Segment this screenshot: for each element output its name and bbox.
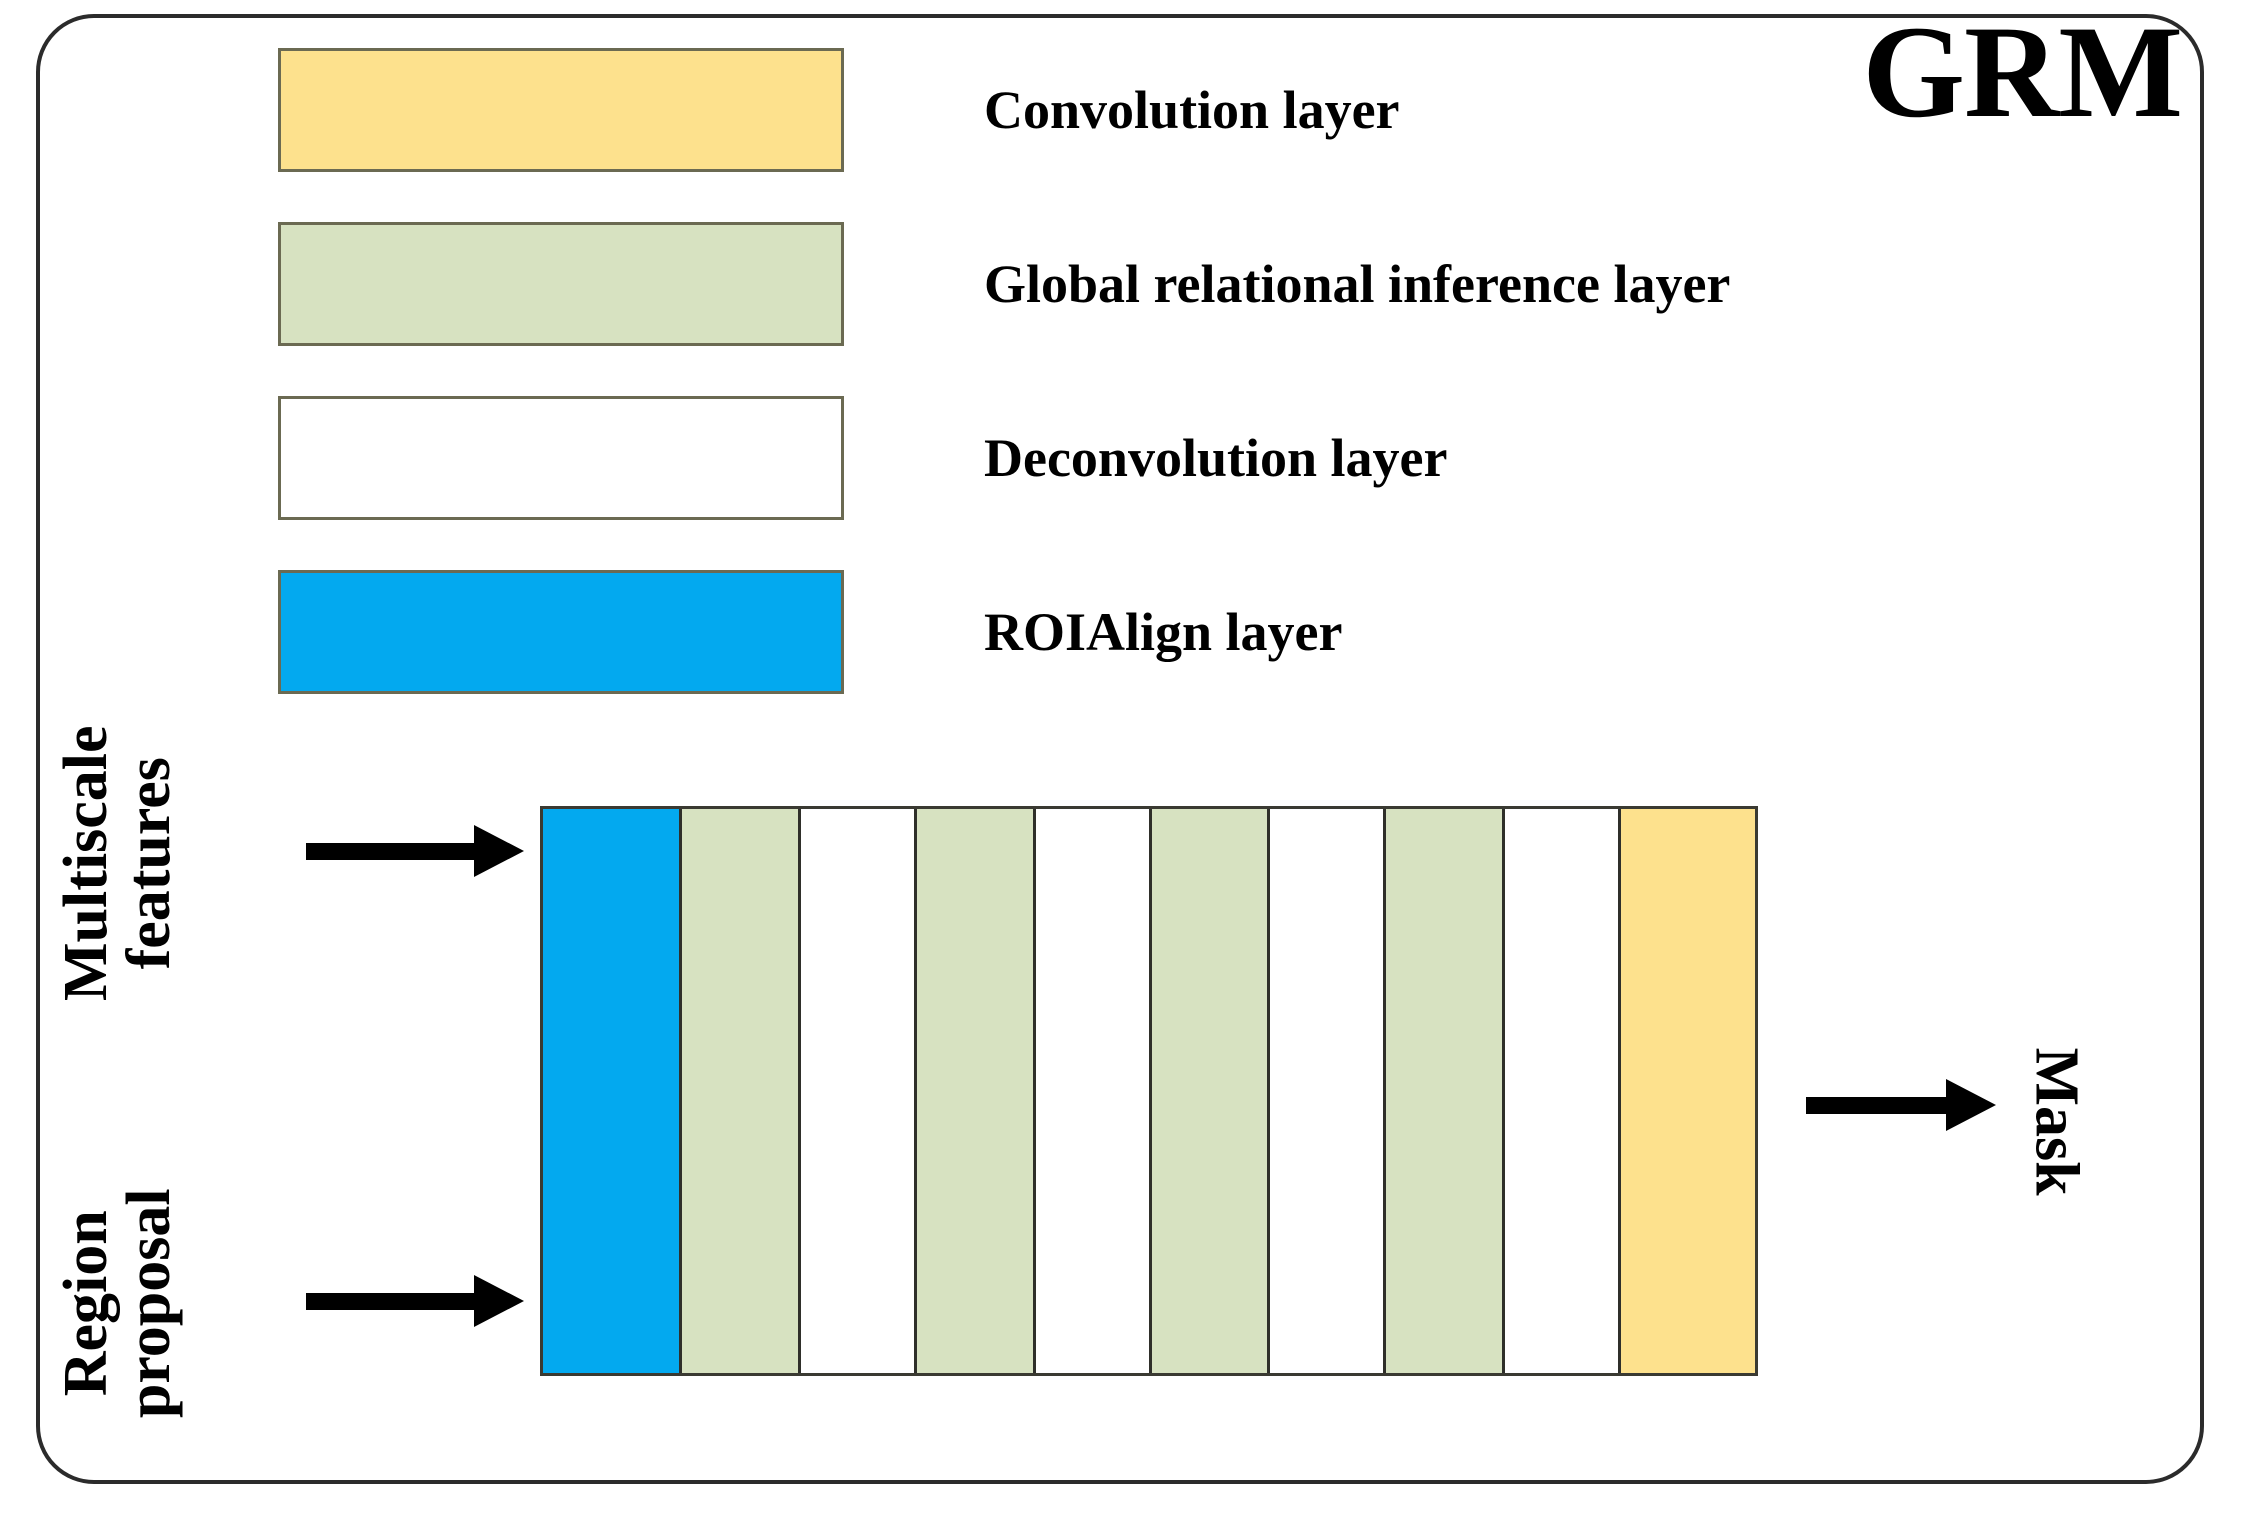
legend-item-convolution: Convolution layer bbox=[278, 48, 1978, 172]
input-label-multiscale-features-line1: Multiscale bbox=[51, 725, 120, 1001]
arrow-head bbox=[1946, 1079, 1996, 1131]
pipeline-column-5 bbox=[1151, 809, 1271, 1373]
arrow-shaft bbox=[306, 1292, 474, 1310]
arrow-shaft bbox=[1806, 1096, 1946, 1114]
pipeline-column-9 bbox=[1620, 809, 1755, 1373]
arrow-head bbox=[474, 1275, 524, 1327]
legend-swatch-global-relational-inference bbox=[278, 222, 844, 346]
legend-label-convolution: Convolution layer bbox=[984, 80, 1400, 140]
input-label-multiscale-features-line2: features bbox=[115, 757, 183, 970]
pipeline-strip bbox=[540, 806, 1758, 1376]
input-label-region-proposal-line2: proposal bbox=[115, 1188, 183, 1419]
pipeline-column-7 bbox=[1386, 809, 1505, 1373]
legend-item-deconvolution: Deconvolution layer bbox=[278, 396, 1978, 520]
input-label-region-proposal: Region proposal bbox=[51, 1093, 183, 1513]
legend-item-global-relational-inference: Global relational inference layer bbox=[278, 222, 1978, 346]
pipeline-column-0 bbox=[543, 809, 683, 1373]
legend-swatch-convolution bbox=[278, 48, 844, 172]
legend-swatch-deconvolution bbox=[278, 396, 844, 520]
arrow-shaft bbox=[306, 842, 474, 860]
legend-item-roialign: ROIAlign layer bbox=[278, 570, 1978, 694]
page-title: GRM bbox=[1862, 0, 2183, 145]
legend-label-deconvolution: Deconvolution layer bbox=[984, 428, 1448, 488]
pipeline-column-3 bbox=[916, 809, 1036, 1373]
pipeline-column-2 bbox=[800, 809, 917, 1373]
pipeline-column-4 bbox=[1035, 809, 1152, 1373]
multiscale-features-arrow-icon bbox=[306, 825, 524, 877]
pipeline-column-8 bbox=[1504, 809, 1621, 1373]
pipeline-column-1 bbox=[682, 809, 801, 1373]
output-label-mask: Mask bbox=[2022, 1047, 2091, 1196]
legend-swatch-roialign bbox=[278, 570, 844, 694]
pipeline-column-6 bbox=[1270, 809, 1387, 1373]
input-label-multiscale-features: Multiscale features bbox=[51, 653, 183, 1073]
legend: Convolution layer Global relational infe… bbox=[278, 48, 1978, 744]
input-label-region-proposal-line1: Region bbox=[51, 1210, 120, 1397]
legend-label-roialign: ROIAlign layer bbox=[984, 602, 1343, 662]
mask-output-arrow-icon bbox=[1806, 1079, 1996, 1131]
region-proposal-arrow-icon bbox=[306, 1275, 524, 1327]
legend-label-global-relational-inference: Global relational inference layer bbox=[984, 254, 1731, 314]
arrow-head bbox=[474, 825, 524, 877]
